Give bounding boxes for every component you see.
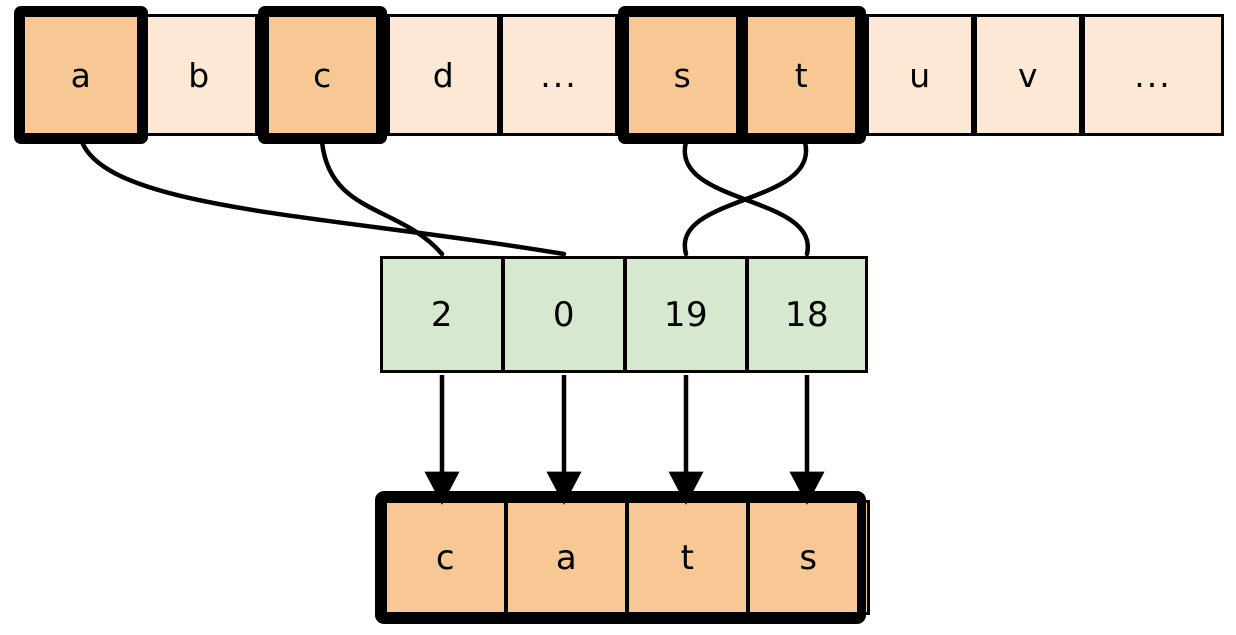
output-cell-label: s	[799, 537, 818, 578]
output-cell-label: a	[555, 537, 578, 578]
alphabet-cell-label: s	[673, 55, 692, 95]
alphabet-cell-ellipsis-right: ...	[1082, 14, 1224, 136]
alphabet-cell-c: c	[266, 14, 379, 136]
index-cell-3: 18	[746, 256, 868, 373]
index-cell-value: 0	[552, 294, 576, 335]
alphabet-cell-a: a	[22, 14, 140, 136]
output-cell-label: c	[435, 537, 456, 578]
mapping-curve-a-to-0	[79, 139, 567, 257]
alphabet-cell-label: u	[909, 55, 931, 95]
output-cell-0: c	[384, 500, 507, 615]
mapping-curve-t-to-19	[682, 139, 809, 257]
index-cell-0: 2	[380, 256, 504, 373]
index-cell-1: 0	[502, 256, 626, 373]
output-cell-2: t	[626, 500, 749, 615]
alphabet-cell-ellipsis-left: ...	[500, 14, 618, 136]
alphabet-cell-label: a	[70, 55, 92, 95]
index-cell-value: 19	[663, 294, 709, 335]
output-cell-1: a	[505, 500, 628, 615]
alphabet-cell-t: t	[745, 14, 858, 136]
ellipsis-label: ...	[540, 55, 578, 95]
ellipsis-label: ...	[1134, 55, 1172, 95]
output-cell-label: t	[680, 537, 695, 578]
selection-divider-st	[737, 14, 746, 136]
alphabet-cell-b: b	[140, 14, 258, 136]
alphabet-cell-label: c	[313, 55, 332, 95]
alphabet-cell-u: u	[866, 14, 974, 136]
alphabet-cell-d: d	[387, 14, 500, 136]
alphabet-cell-label: v	[1017, 55, 1039, 95]
index-cell-value: 2	[430, 294, 454, 335]
output-cell-3: s	[747, 500, 870, 615]
index-cell-value: 18	[784, 294, 830, 335]
mapping-curve-c-to-2	[319, 139, 445, 257]
alphabet-cell-v: v	[974, 14, 1082, 136]
alphabet-cell-label: t	[794, 55, 809, 95]
index-cell-2: 19	[624, 256, 748, 373]
alphabet-cell-label: b	[188, 55, 210, 95]
alphabet-cell-s: s	[626, 14, 739, 136]
mapping-curve-s-to-18	[682, 139, 810, 257]
alphabet-cell-label: d	[432, 55, 455, 95]
